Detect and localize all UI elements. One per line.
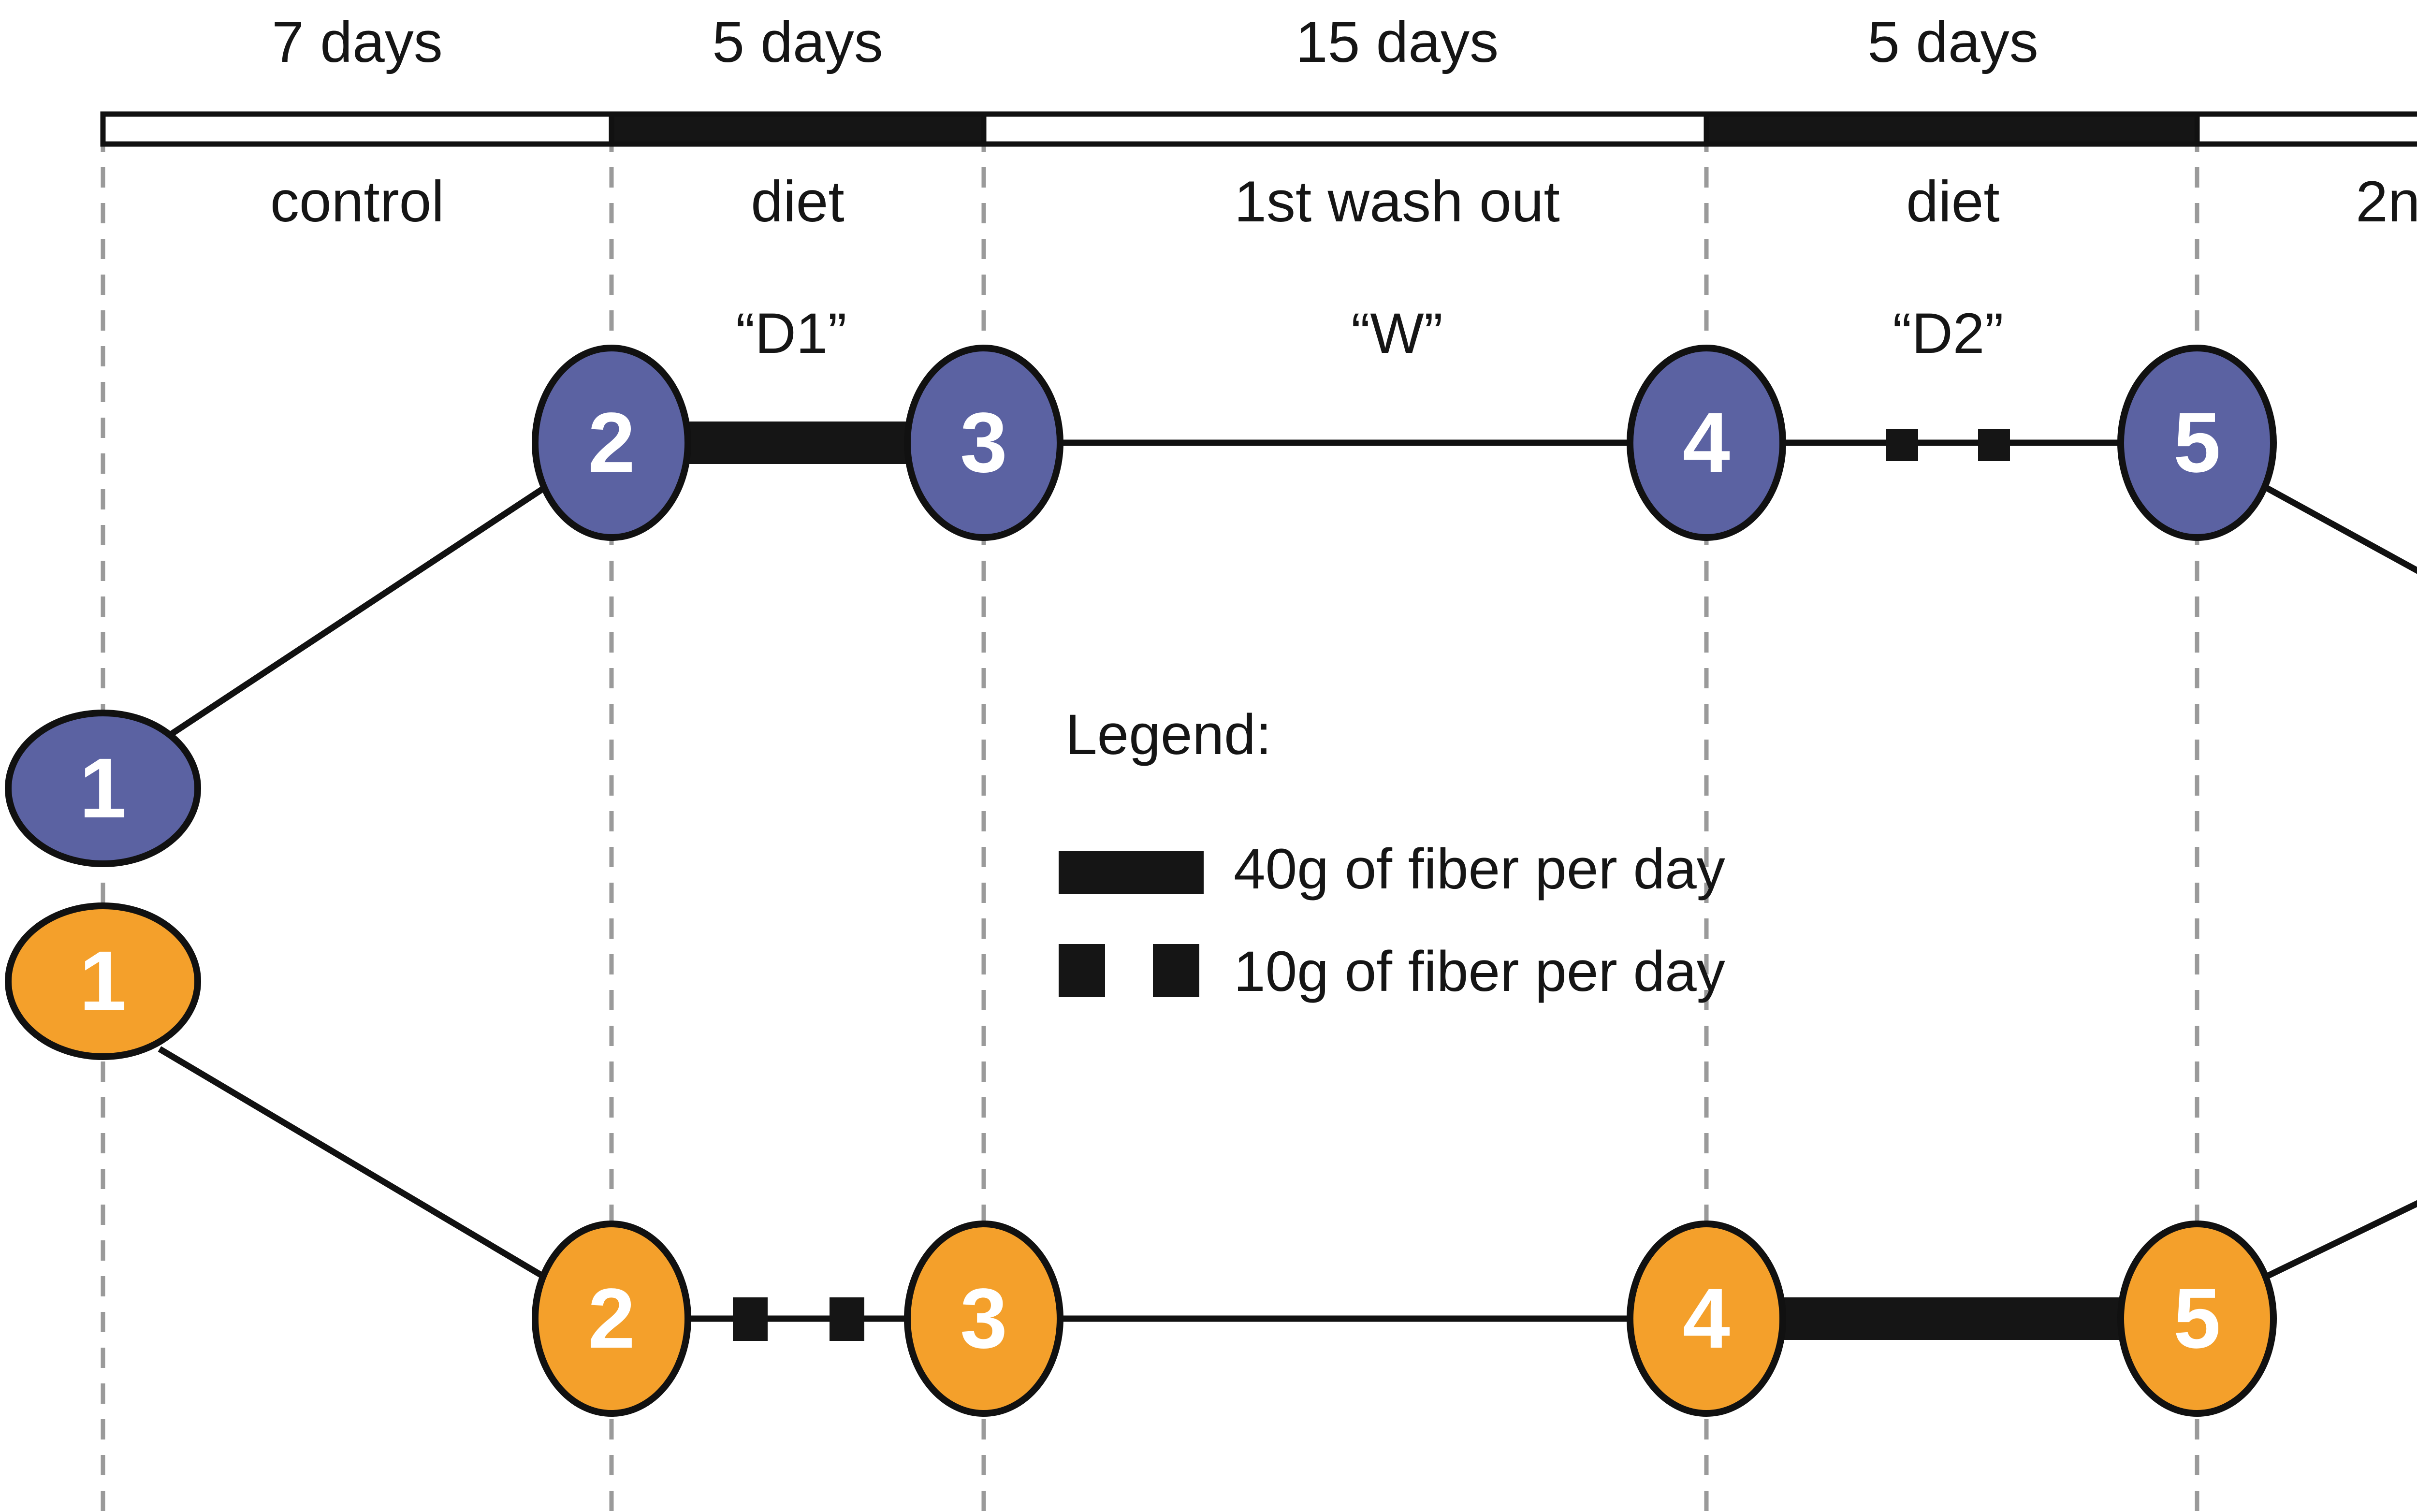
phase-code-w: “W” xyxy=(1351,302,1443,365)
legend: Legend: 40g of fiber per day 10g of fibe… xyxy=(1059,703,1725,1003)
arm-blue-edges xyxy=(162,422,2417,741)
timeline-segment-washout-2 xyxy=(2194,111,2417,147)
node-blue-4[interactable]: 4 xyxy=(1627,345,1786,541)
phase-labels: control diet 1st wash out diet 2nd wash … xyxy=(270,169,2417,234)
duration-label-2: 15 days xyxy=(1296,10,1499,74)
node-blue-1-shape[interactable] xyxy=(5,710,201,867)
edge-orange-5-6 xyxy=(2266,1200,2417,1279)
node-blue-4-label: 4 xyxy=(1683,395,1730,490)
phase-code-d2: “D2” xyxy=(1893,302,2003,365)
legend-title: Legend: xyxy=(1065,703,1272,767)
node-orange-2[interactable]: 2 xyxy=(532,1221,691,1417)
edge-blue-1-2 xyxy=(162,480,553,741)
legend-item-10g: 10g of fiber per day xyxy=(1059,940,1725,1003)
legend-item-40g: 40g of fiber per day xyxy=(1059,837,1725,901)
duration-label-0: 7 days xyxy=(272,10,443,74)
node-blue-2-label: 2 xyxy=(588,395,635,490)
node-orange-4[interactable]: 4 xyxy=(1627,1221,1786,1417)
node-orange-1-shape[interactable] xyxy=(5,902,201,1060)
node-blue-4-shape[interactable] xyxy=(1627,345,1786,541)
legend-label-40g: 40g of fiber per day xyxy=(1234,837,1725,901)
timeline-segment-diet-2 xyxy=(1704,111,2200,147)
phase-label-washout-2: 2nd wash out xyxy=(2356,169,2417,234)
phase-label-control: control xyxy=(270,169,444,234)
timeline-segment-control xyxy=(100,111,614,147)
duration-labels: 7 days 5 days 15 days 5 days 7 days xyxy=(272,10,2038,74)
timeline-segment-washout-1 xyxy=(981,111,1709,147)
arm-blue-nodes: 1 2 3 4 5 6 xyxy=(5,345,2277,867)
node-orange-2-shape[interactable] xyxy=(532,1221,691,1417)
node-blue-2[interactable]: 2 xyxy=(532,345,691,541)
node-orange-1-label: 1 xyxy=(79,934,127,1029)
node-orange-3[interactable]: 3 xyxy=(904,1221,1063,1417)
phase-label-diet-1: diet xyxy=(751,169,844,234)
edge-blue-4-5-square-2 xyxy=(1978,429,2010,461)
edge-orange-1-2 xyxy=(158,1046,553,1284)
node-blue-5[interactable]: 5 xyxy=(2117,345,2277,541)
node-orange-3-label: 3 xyxy=(960,1271,1007,1366)
node-blue-2-shape[interactable] xyxy=(532,345,691,541)
node-orange-4-shape[interactable] xyxy=(1627,1221,1786,1417)
legend-swatch-solid-bar-icon xyxy=(1059,851,1204,894)
node-orange-2-label: 2 xyxy=(588,1271,635,1366)
timeline-segment-diet-1 xyxy=(609,111,987,147)
edge-blue-5-6 xyxy=(2265,485,2417,574)
node-orange-5-label: 5 xyxy=(2173,1271,2221,1366)
edge-orange-2-3-square-1 xyxy=(733,1297,768,1341)
duration-label-3: 5 days xyxy=(1867,10,2038,74)
legend-swatch-dashed-square-2-icon xyxy=(1153,944,1199,997)
arm-orange-nodes: 1 2 3 4 5 6 xyxy=(5,902,2277,1417)
arm-orange-edges xyxy=(158,1046,2417,1341)
node-blue-3-label: 3 xyxy=(960,395,1007,490)
legend-swatch-dashed-square-1-icon xyxy=(1059,944,1105,997)
edge-orange-2-3-square-2 xyxy=(830,1297,864,1341)
node-blue-5-shape[interactable] xyxy=(2117,345,2277,541)
edge-blue-4-5-square-1 xyxy=(1886,429,1918,461)
phase-label-washout-1: 1st wash out xyxy=(1234,169,1560,234)
node-blue-3[interactable]: 3 xyxy=(904,345,1063,541)
timeline-bar xyxy=(100,111,2417,147)
node-blue-3-shape[interactable] xyxy=(904,345,1063,541)
node-orange-4-label: 4 xyxy=(1683,1271,1730,1366)
node-blue-5-label: 5 xyxy=(2173,395,2221,490)
node-orange-5-shape[interactable] xyxy=(2117,1221,2277,1417)
phase-code-labels: “D1” “W” “D2” xyxy=(736,302,2003,365)
node-orange-3-shape[interactable] xyxy=(904,1221,1063,1417)
node-blue-1[interactable]: 1 xyxy=(5,710,201,867)
node-blue-1-label: 1 xyxy=(79,741,127,836)
node-orange-5[interactable]: 5 xyxy=(2117,1221,2277,1417)
duration-label-1: 5 days xyxy=(712,10,883,74)
legend-label-10g: 10g of fiber per day xyxy=(1234,940,1725,1003)
phase-label-diet-2: diet xyxy=(1906,169,1999,234)
phase-code-d1: “D1” xyxy=(736,302,846,365)
node-orange-1[interactable]: 1 xyxy=(5,902,201,1060)
